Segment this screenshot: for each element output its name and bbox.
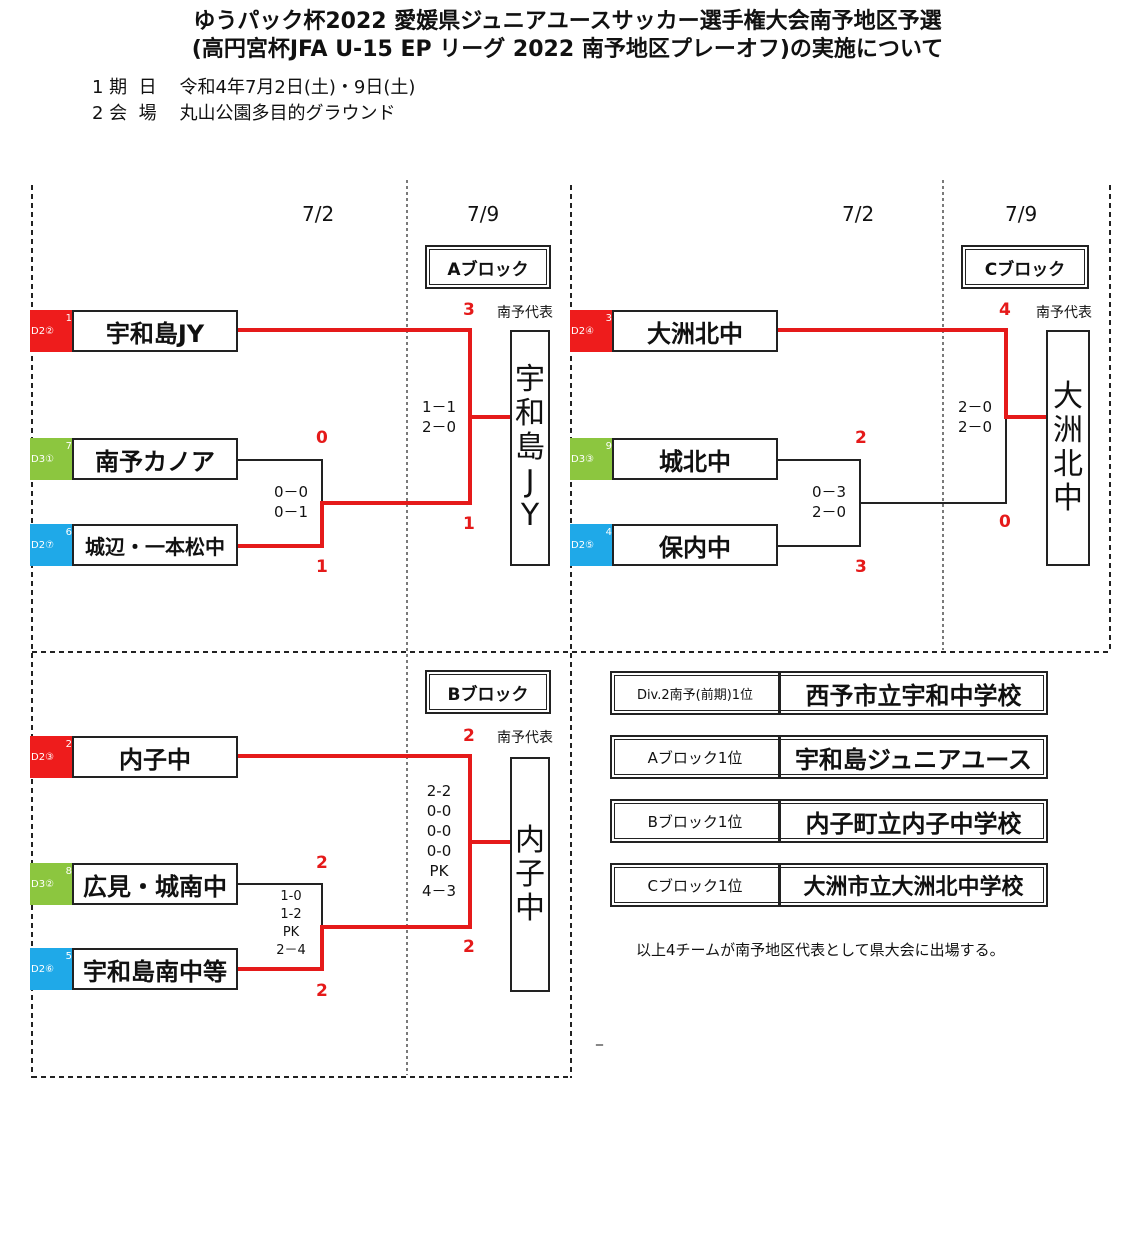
period-info: 1 期 日 令和4年7月2日(土)・9日(土) <box>92 77 416 98</box>
score: 3 <box>855 557 867 577</box>
summary-label: Bブロック1位 <box>612 801 781 841</box>
date-round2-left: 7/9 <box>467 202 500 226</box>
score: 2 <box>463 726 475 746</box>
summary-row: Div.2南予(前期)1位 西予市立宇和中学校 <box>610 671 1048 715</box>
summary-label: Cブロック1位 <box>612 865 781 905</box>
block-a-rep-label: 南予代表 <box>497 305 553 321</box>
team-uwajima-jy: 宇和島JY <box>72 310 238 352</box>
block-a-label: Aブロック <box>425 245 551 289</box>
stray-mark: _ <box>596 1030 603 1046</box>
document-title-line2: (高円宮杯JFA U-15 EP リーグ 2022 南予地区プレーオフ)の実施に… <box>191 37 944 62</box>
team-shirobe-ipponmatsu: 城辺・一本松中 <box>72 524 238 566</box>
block-c-label: Cブロック <box>961 245 1089 289</box>
score: 2 <box>855 428 867 448</box>
document-title-line1: ゆうパック杯2022 愛媛県ジュニアユースサッカー選手権大会南予地区予選 <box>193 9 942 34</box>
summary-label: Div.2南予(前期)1位 <box>612 673 781 713</box>
summary-value: 宇和島ジュニアユース <box>794 745 1033 774</box>
date-round1-left: 7/2 <box>302 202 335 226</box>
block-b-rep-label: 南予代表 <box>497 730 553 746</box>
score: 1 <box>316 557 328 577</box>
block-b-winner-box: 内子中 <box>510 757 550 992</box>
summary-row: Bブロック1位 内子町立内子中学校 <box>610 799 1048 843</box>
venue-info: 2 会 場 丸山公園多目的グラウンド <box>92 103 396 124</box>
team-ozu-kita: 大洲北中 <box>612 310 778 352</box>
team-uwajima-minami: 宇和島南中等 <box>72 948 238 990</box>
summary-row: Cブロック1位 大洲市立大洲北中学校 <box>610 863 1048 907</box>
summary-value: 西予市立宇和中学校 <box>805 681 1022 710</box>
date-round2-right: 7/9 <box>1005 202 1038 226</box>
score: 1 <box>463 514 475 534</box>
team-hokonai: 保内中 <box>612 524 778 566</box>
team-hiromi-jonan: 広見・城南中 <box>72 863 238 905</box>
date-round1-right: 7/2 <box>842 202 875 226</box>
block-c-rep-label: 南予代表 <box>1036 305 1092 321</box>
block-b-label: Bブロック <box>425 670 551 714</box>
summary-row: Aブロック1位 宇和島ジュニアユース <box>610 735 1048 779</box>
score: 2 <box>316 981 328 1001</box>
summary-label: Aブロック1位 <box>612 737 781 777</box>
summary-note: 以上4チームが南予地区代表として県大会に出場する。 <box>636 941 1005 959</box>
team-johoku: 城北中 <box>612 438 778 480</box>
score: 4 <box>999 300 1011 320</box>
score: 3 <box>463 300 475 320</box>
score: 2 <box>463 937 475 957</box>
team-uchiko: 内子中 <box>72 736 238 778</box>
summary-value: 大洲市立大洲北中学校 <box>803 875 1024 900</box>
score: 2 <box>316 853 328 873</box>
block-c-winner-box: 大洲北中 <box>1046 330 1090 566</box>
score: 0 <box>316 428 328 448</box>
score: 0 <box>999 512 1011 532</box>
summary-value: 内子町立内子中学校 <box>805 809 1022 838</box>
team-nanyo-canoa: 南予カノア <box>72 438 238 480</box>
